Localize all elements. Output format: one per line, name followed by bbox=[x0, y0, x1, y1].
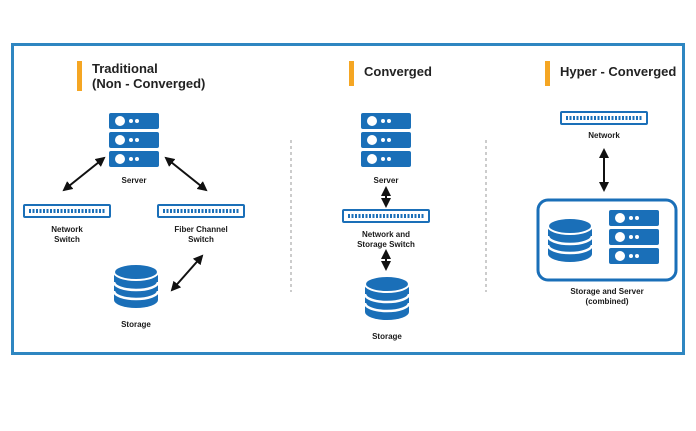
arrow-fc-storage bbox=[170, 254, 204, 292]
heading-traditional: Traditional (Non - Converged) bbox=[77, 61, 205, 91]
accent-bar bbox=[77, 61, 82, 91]
storage-icon bbox=[112, 262, 160, 310]
network-switch-icon bbox=[560, 111, 648, 125]
fiber-channel-switch-icon bbox=[157, 204, 245, 218]
label-switch-l2: Storage Switch bbox=[357, 240, 415, 249]
heading-converged-text: Converged bbox=[364, 64, 432, 79]
label-server: Server bbox=[373, 176, 399, 185]
label-network-switch-l1: Network bbox=[51, 225, 83, 234]
label-combined-l1: Storage and Server bbox=[570, 287, 644, 296]
label-storage: Storage bbox=[372, 332, 402, 341]
heading-traditional-line1: Traditional bbox=[92, 61, 158, 76]
label-fc-switch: Fiber Channel Switch bbox=[161, 225, 241, 245]
heading-traditional-line2: (Non - Converged) bbox=[92, 76, 206, 91]
label-network-switch-l2: Switch bbox=[54, 235, 80, 244]
storage-icon bbox=[363, 274, 411, 322]
label-fc-switch-l1: Fiber Channel bbox=[174, 225, 228, 234]
arrow-server-fc bbox=[164, 156, 208, 192]
label-storage: Storage bbox=[121, 320, 151, 329]
heading-converged: Converged bbox=[349, 61, 432, 86]
accent-bar bbox=[545, 61, 550, 86]
label-network: Network bbox=[588, 131, 620, 140]
server-icon bbox=[109, 113, 159, 167]
label-network-switch: Network Switch bbox=[37, 225, 97, 245]
heading-hyper-converged-text: Hyper - Converged bbox=[560, 64, 677, 79]
switch-icon bbox=[342, 209, 430, 223]
arrow-server-network bbox=[62, 156, 106, 192]
server-icon bbox=[361, 113, 411, 167]
label-server: Server bbox=[121, 176, 147, 185]
server-icon bbox=[609, 210, 659, 264]
label-combined-l2: (combined) bbox=[585, 297, 629, 306]
accent-bar bbox=[349, 61, 354, 86]
label-fc-switch-l2: Switch bbox=[188, 235, 214, 244]
network-switch-icon bbox=[23, 204, 111, 218]
storage-icon bbox=[546, 216, 594, 264]
label-network-storage-switch: Network and Storage Switch bbox=[341, 230, 431, 250]
label-switch-l1: Network and bbox=[361, 230, 410, 239]
combined-box-icon bbox=[536, 198, 678, 282]
label-combined: Storage and Server (combined) bbox=[557, 287, 657, 307]
heading-hyper-converged: Hyper - Converged bbox=[545, 61, 676, 86]
